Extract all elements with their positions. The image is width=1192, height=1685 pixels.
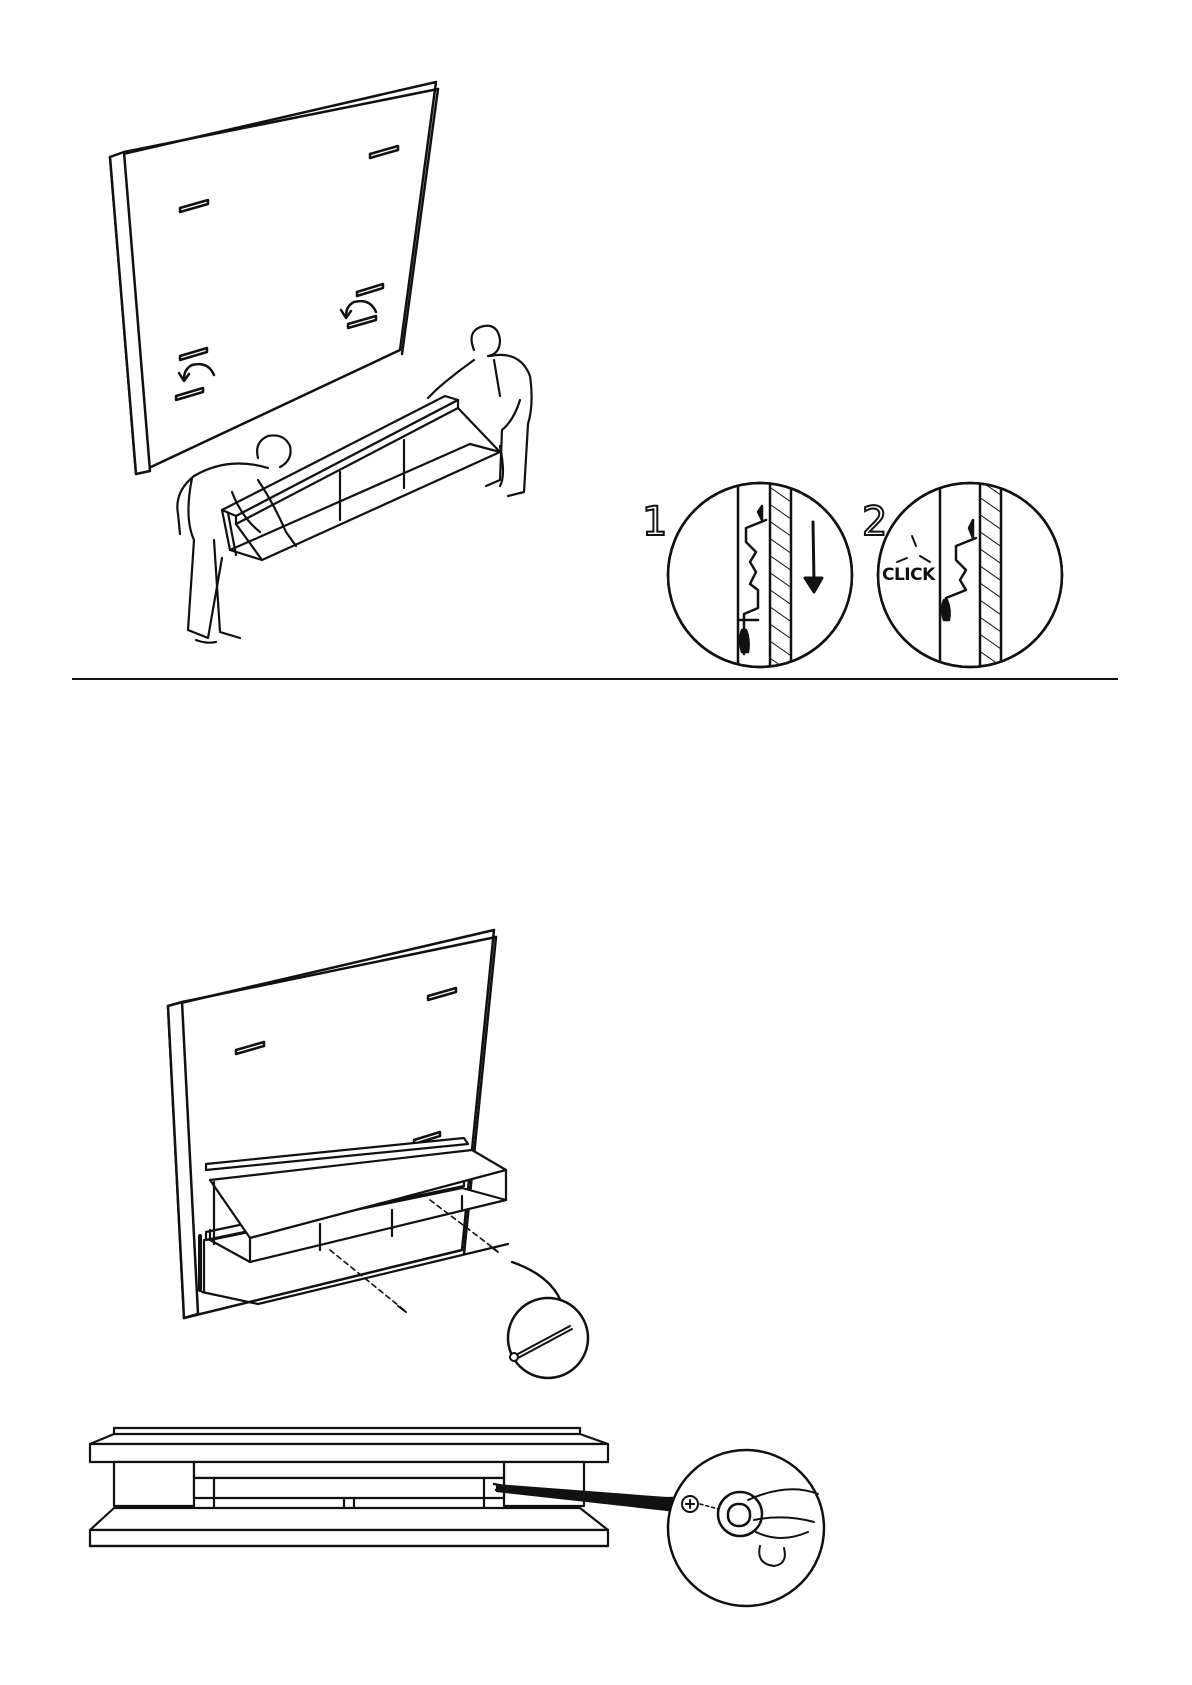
section-divider xyxy=(72,678,1118,680)
step-number-1: 1 xyxy=(642,502,667,542)
wall-panel-top xyxy=(110,82,438,474)
cam-lock-icon xyxy=(718,1492,762,1536)
cabinet-top xyxy=(222,396,500,560)
cam-lock-detail-circle xyxy=(668,1450,824,1606)
click-label: CLICK xyxy=(882,567,935,584)
phillips-head-icon xyxy=(682,1496,698,1512)
step-number-2: 2 xyxy=(862,502,887,542)
detail-circle-1 xyxy=(668,470,852,680)
screw-detail-circle xyxy=(508,1298,588,1378)
